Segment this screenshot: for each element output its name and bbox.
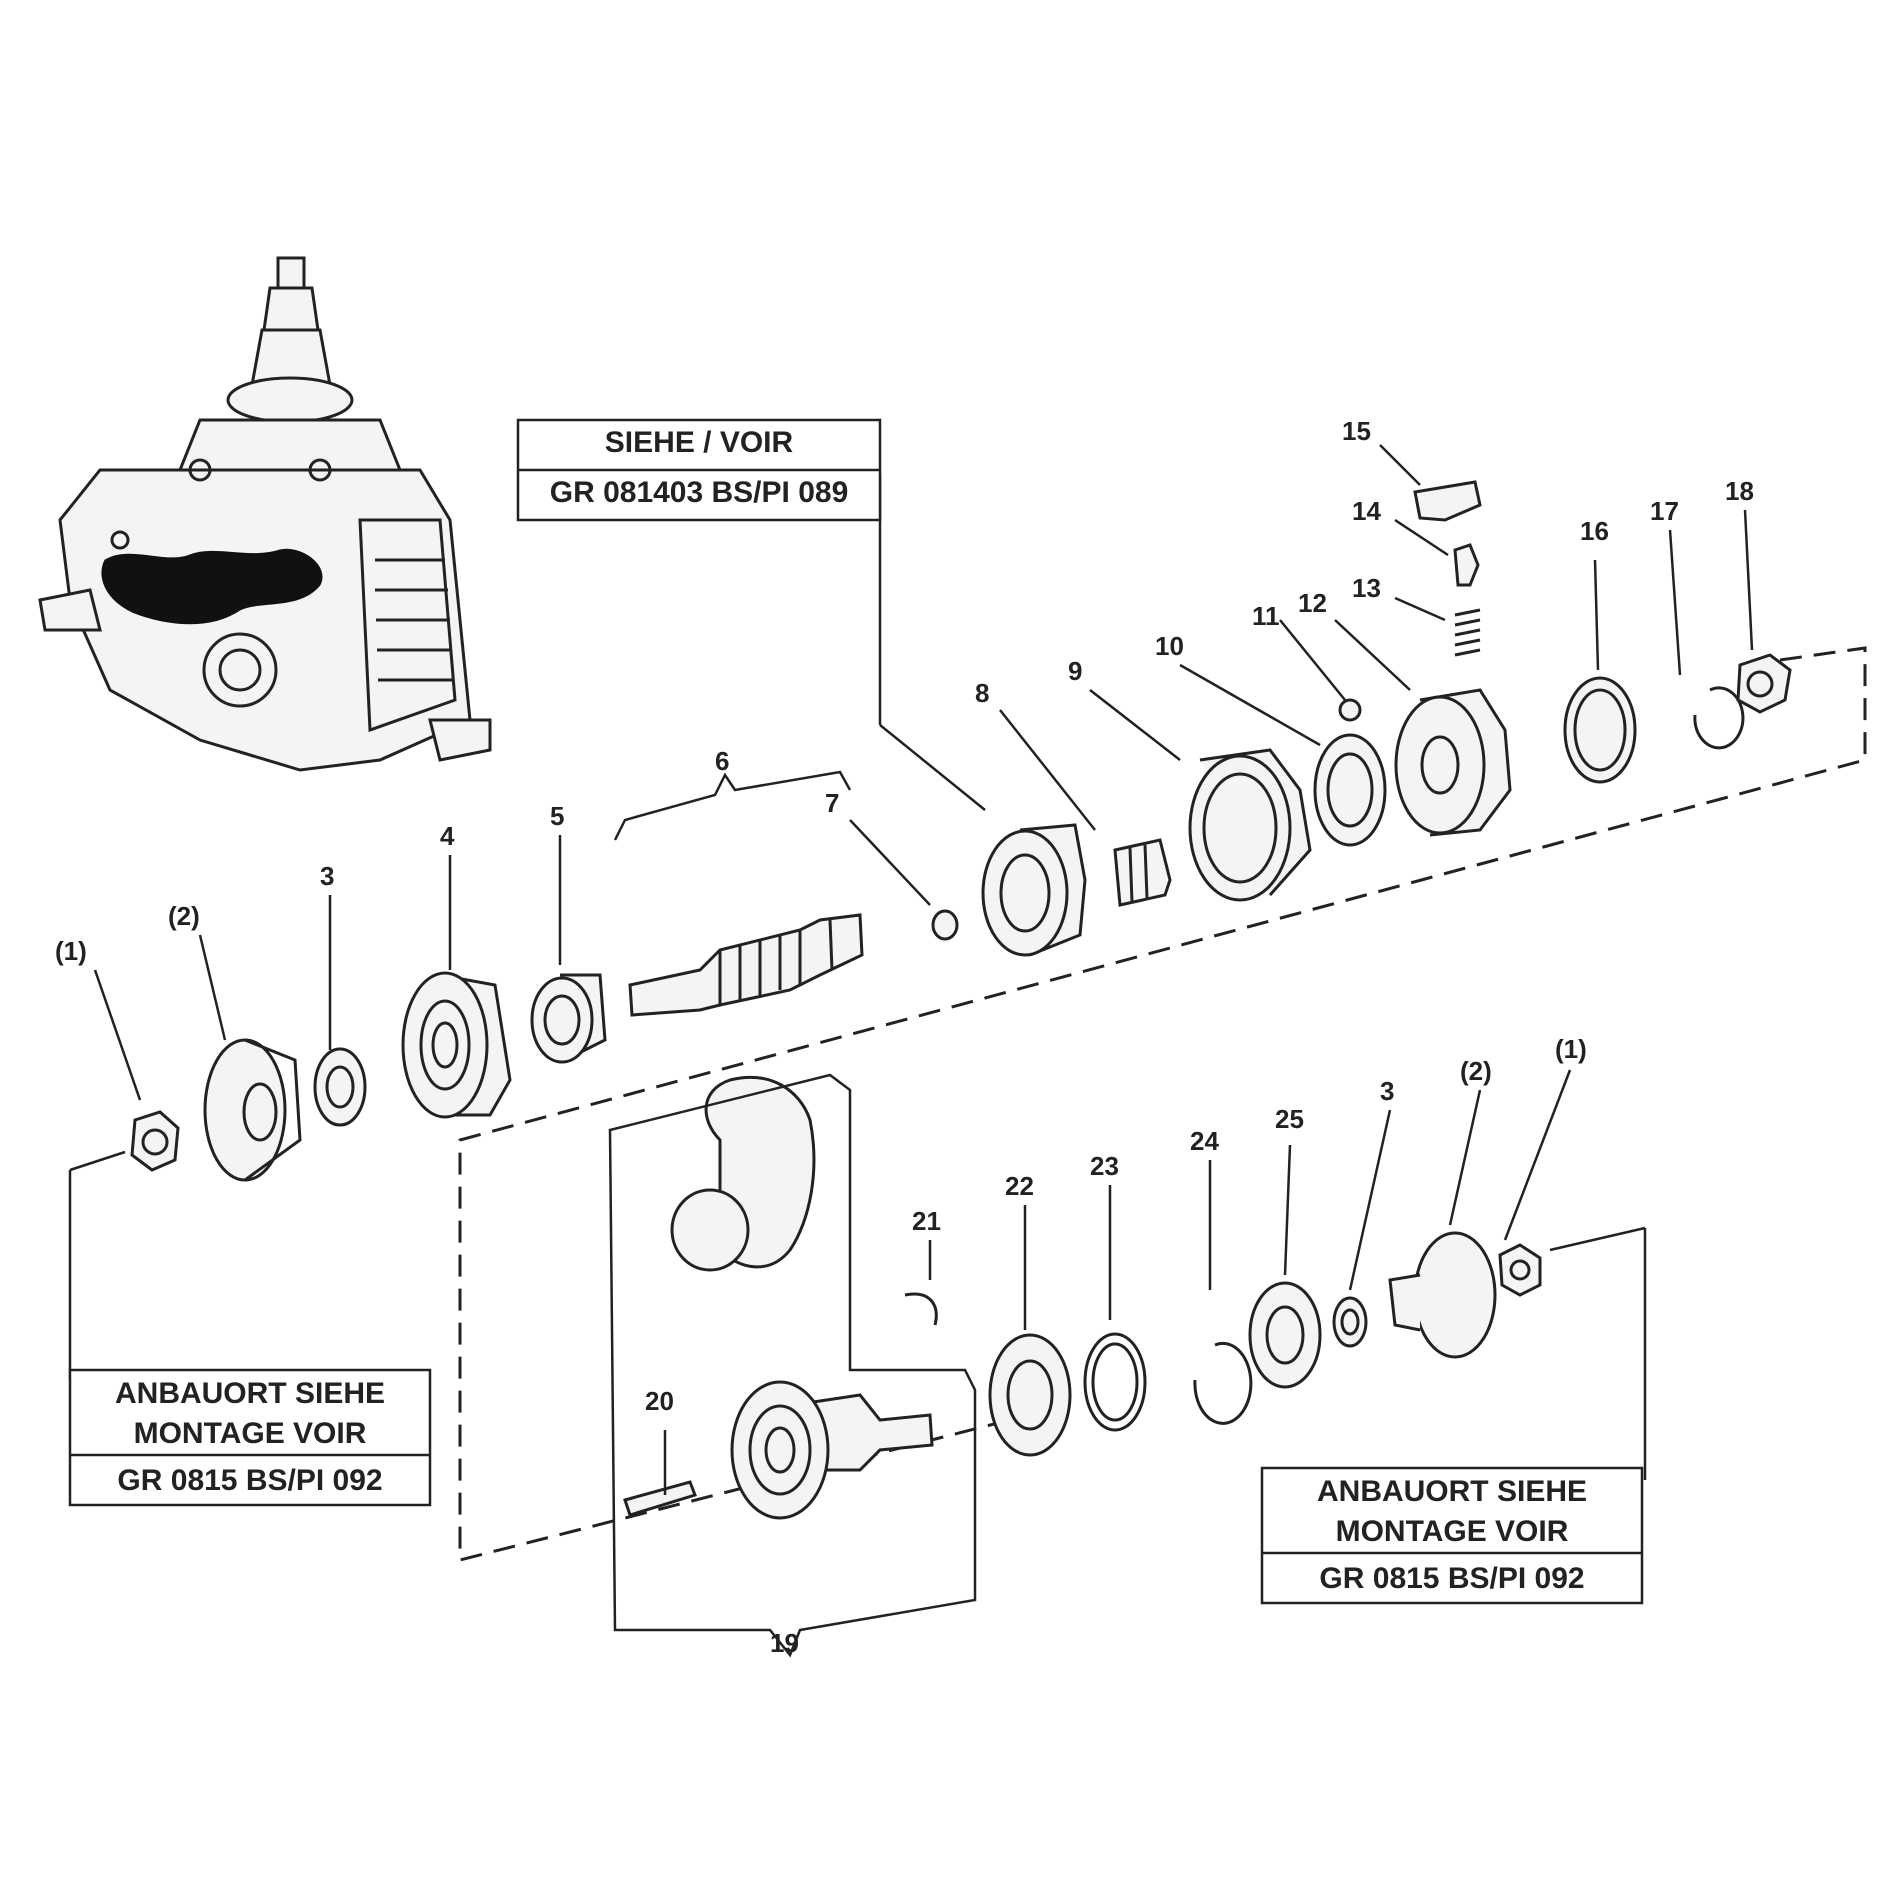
part-5-bushing xyxy=(530,973,607,1064)
group-bracket-19 xyxy=(608,1073,977,1658)
callout-23: 23 xyxy=(1090,1151,1119,1181)
part-4-ball-bearing xyxy=(401,971,512,1119)
callout-1-right: (1) xyxy=(1555,1034,1587,1064)
callout-12: 12 xyxy=(1298,588,1327,618)
part-24-circlip xyxy=(1193,1341,1253,1425)
part-8-synchro-hub xyxy=(981,823,1087,957)
callout-3-bottom: 3 xyxy=(1380,1076,1394,1106)
box-anbauort-left-line2: MONTAGE VOIR xyxy=(134,1417,367,1450)
group-bracket-6 xyxy=(613,770,852,841)
callout-15: 15 xyxy=(1342,416,1371,446)
part-15-plate xyxy=(1413,480,1482,522)
highlighted-shaft-assembly xyxy=(101,548,323,625)
part-9-needle-cage xyxy=(1113,838,1172,907)
box-siehe-voir-line2: GR 081403 BS/PI 089 xyxy=(550,476,849,509)
callout-22: 22 xyxy=(1005,1171,1034,1201)
leader-lines xyxy=(68,444,1754,1495)
callout-labels: (1) (2) 3 4 5 6 7 8 9 10 11 12 13 14 15 … xyxy=(55,416,1754,1658)
part-gear-dog xyxy=(1394,688,1512,837)
callout-20: 20 xyxy=(645,1386,674,1416)
callout-2-left: (2) xyxy=(168,901,200,931)
part-19-gear-assembly xyxy=(670,1075,934,1520)
part-7-pin xyxy=(931,909,959,941)
callout-17: 17 xyxy=(1650,496,1679,526)
callout-24: 24 xyxy=(1190,1126,1219,1156)
callout-9: 9 xyxy=(1068,656,1082,686)
part-11-ball xyxy=(1338,698,1362,722)
box-siehe-voir-line1: SIEHE / VOIR xyxy=(605,426,794,459)
callout-3-top: 3 xyxy=(320,861,334,891)
callout-18: 18 xyxy=(1725,476,1754,506)
part-25-bearing xyxy=(1248,1281,1322,1389)
callout-16: 16 xyxy=(1580,516,1609,546)
callout-11: 11 xyxy=(1252,601,1280,631)
part-12-synchro-ring xyxy=(1313,733,1387,847)
part-3-seal-bottom xyxy=(1332,1296,1368,1348)
part-1-nut-right xyxy=(1498,1243,1542,1297)
part-3-seal-top xyxy=(313,1047,367,1127)
part-10-sleeve xyxy=(1188,748,1312,902)
callout-8: 8 xyxy=(975,678,989,708)
box-anbauort-right-line1: ANBAUORT SIEHE xyxy=(1317,1475,1587,1508)
callout-2-right: (2) xyxy=(1460,1056,1492,1086)
reference-box-anbauort-right: ANBAUORT SIEHE MONTAGE VOIR GR 0815 BS/P… xyxy=(1260,1466,1644,1605)
box-anbauort-left-line3: GR 0815 BS/PI 092 xyxy=(117,1464,382,1497)
part-22-bearing xyxy=(988,1333,1072,1457)
part-21-clip xyxy=(904,1292,938,1326)
part-2-flange-left xyxy=(203,1038,302,1182)
callout-10: 10 xyxy=(1155,631,1184,661)
box-anbauort-left-line1: ANBAUORT SIEHE xyxy=(115,1377,385,1410)
callout-25: 25 xyxy=(1275,1104,1304,1134)
reference-box-siehe-voir: SIEHE / VOIR GR 081403 BS/PI 089 xyxy=(516,418,882,522)
part-2-flange-right xyxy=(1388,1231,1497,1359)
callout-6: 6 xyxy=(715,746,729,776)
part-18-nut xyxy=(1736,653,1792,714)
assembly-boundary-dashed xyxy=(458,646,1867,1562)
part-14-detent xyxy=(1453,543,1480,587)
part-6-shaft xyxy=(628,913,864,1017)
part-17-circlip xyxy=(1693,686,1745,750)
callout-5: 5 xyxy=(550,801,564,831)
callout-7: 7 xyxy=(825,788,839,818)
part-20-roller-pin xyxy=(623,1480,697,1517)
box-anbauort-right-line3: GR 0815 BS/PI 092 xyxy=(1319,1562,1584,1595)
reference-box-anbauort-left: ANBAUORT SIEHE MONTAGE VOIR GR 0815 BS/P… xyxy=(68,1368,432,1507)
part-1-nut-left xyxy=(130,1110,180,1172)
callout-19: 19 xyxy=(770,1628,799,1658)
callout-14: 14 xyxy=(1352,496,1381,526)
part-23-ring xyxy=(1083,1332,1147,1432)
part-16-ring xyxy=(1563,676,1637,784)
box-anbauort-right-line2: MONTAGE VOIR xyxy=(1336,1515,1569,1548)
callout-21: 21 xyxy=(912,1206,941,1236)
gearbox-housing-illustration xyxy=(38,256,492,772)
callout-1-left: (1) xyxy=(55,936,87,966)
callout-4: 4 xyxy=(440,821,455,851)
part-13-spring xyxy=(1454,608,1481,657)
callout-13: 13 xyxy=(1352,573,1381,603)
